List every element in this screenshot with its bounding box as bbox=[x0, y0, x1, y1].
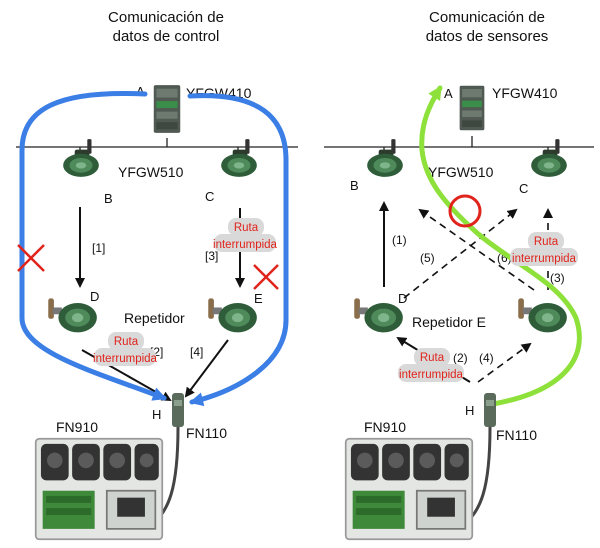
right-node-a: A bbox=[444, 86, 453, 101]
right-gateway-label: YFGW410 bbox=[492, 85, 558, 101]
left-adapter-icon bbox=[172, 393, 184, 427]
left-repeater-label: Repetidor bbox=[124, 310, 185, 326]
right-node-b: B bbox=[350, 178, 359, 193]
right-adapter-icon bbox=[484, 393, 496, 427]
right-node-d: D bbox=[398, 291, 407, 306]
left-node-h: H bbox=[152, 407, 161, 422]
left-access-point-label: YFGW510 bbox=[118, 164, 184, 180]
left-access-point-c-icon bbox=[221, 139, 257, 177]
right-path-1-label: (1) bbox=[392, 233, 407, 247]
right-access-point-label: YFGW510 bbox=[428, 164, 494, 180]
left-adapter-label: FN110 bbox=[186, 425, 227, 441]
right-broken-route-1-line2: interrumpida bbox=[512, 253, 577, 265]
right-repeater-d-icon bbox=[354, 298, 403, 333]
right-ok-circle-icon bbox=[448, 194, 482, 228]
left-node-e: E bbox=[254, 291, 263, 306]
left-error-x-icon-2 bbox=[253, 264, 279, 290]
left-field-unit-label: FN910 bbox=[56, 419, 98, 435]
right-path-3-label: (3) bbox=[550, 271, 565, 285]
right-access-point-c-icon bbox=[531, 139, 567, 177]
left-panel: Comunicación de datos de control YFGW410… bbox=[16, 9, 298, 541]
right-adapter-label: FN110 bbox=[496, 427, 537, 443]
right-title-line1: Comunicación de bbox=[429, 9, 545, 26]
left-path-4-label: [4] bbox=[190, 345, 203, 359]
right-path-2-label: (2) bbox=[453, 351, 468, 365]
left-access-point-b-icon bbox=[63, 139, 99, 177]
left-broken-route-2-line2: interrumpida bbox=[93, 353, 158, 365]
right-repeater-label: Repetidor E bbox=[412, 314, 486, 330]
right-field-unit-label: FN910 bbox=[364, 419, 406, 435]
right-access-point-b-icon bbox=[367, 139, 403, 177]
right-sensor-route bbox=[419, 85, 582, 407]
right-broken-route-2-line1: Ruta bbox=[420, 352, 445, 364]
right-broken-route-1-line1: Ruta bbox=[534, 236, 559, 248]
left-error-x-icon bbox=[17, 244, 45, 272]
right-field-unit-icon bbox=[344, 437, 474, 541]
left-title-line1: Comunicación de bbox=[108, 9, 224, 26]
right-path-5-label: (5) bbox=[420, 251, 435, 265]
left-node-d: D bbox=[90, 289, 99, 304]
left-title-line2: datos de control bbox=[113, 28, 220, 45]
right-repeater-e-icon bbox=[518, 298, 567, 333]
right-arrow-path-4 bbox=[477, 342, 532, 383]
right-broken-route-2-line2: interrumpida bbox=[399, 369, 464, 381]
left-node-b: B bbox=[104, 191, 113, 206]
right-node-c: C bbox=[519, 181, 528, 196]
left-control-route-right bbox=[187, 93, 289, 407]
left-broken-route-1-line1: Ruta bbox=[234, 222, 259, 234]
right-title-line2: datos de sensores bbox=[426, 28, 549, 45]
left-arrow-path-4 bbox=[184, 339, 229, 398]
right-panel: Comunicación de datos de sensores YFGW41… bbox=[324, 9, 594, 541]
right-node-h: H bbox=[465, 403, 474, 418]
left-path-1-label: [1] bbox=[92, 241, 105, 255]
left-repeater-e-icon bbox=[208, 298, 257, 333]
left-node-c: C bbox=[205, 189, 214, 204]
left-control-route-left bbox=[19, 90, 167, 401]
left-path-3-label: [3] bbox=[205, 249, 218, 263]
right-gateway-icon bbox=[459, 85, 485, 131]
left-broken-route-2-line1: Ruta bbox=[114, 336, 139, 348]
left-broken-route-1-line2: interrumpida bbox=[213, 239, 278, 251]
right-path-4-label: (4) bbox=[479, 351, 494, 365]
left-gateway-icon bbox=[153, 85, 181, 133]
left-field-unit-icon bbox=[34, 437, 164, 541]
